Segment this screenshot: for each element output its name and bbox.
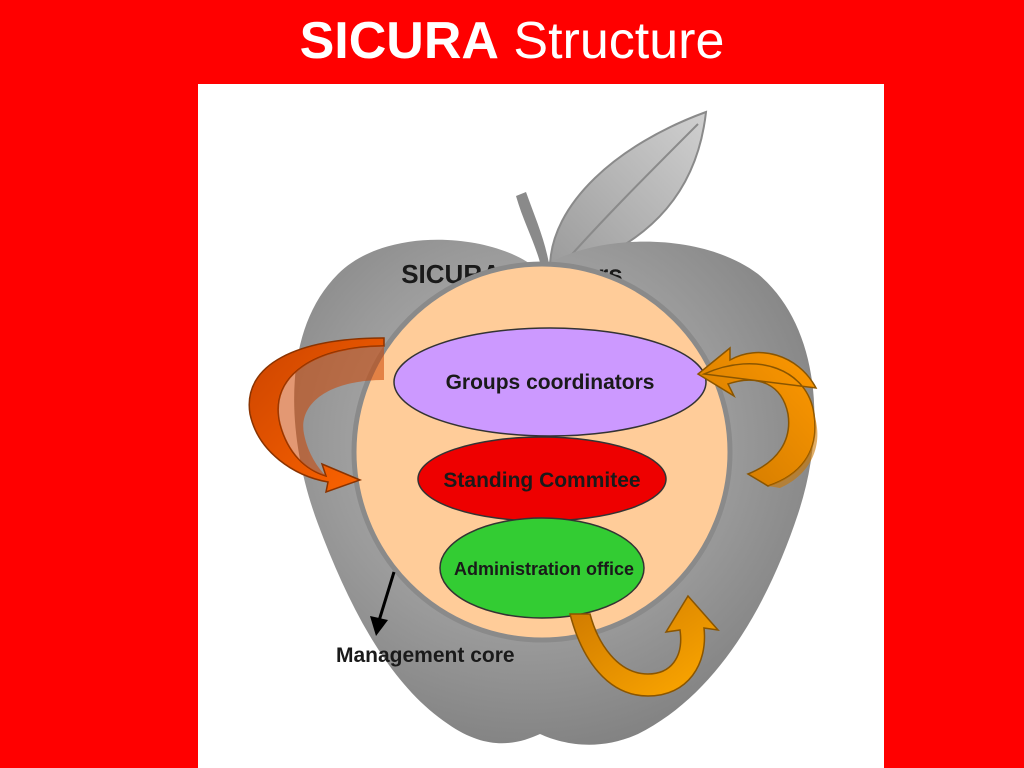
administration-office-label: Administration office <box>454 559 634 579</box>
standing-committee-label: Standing Commitee <box>443 469 640 492</box>
slide-title: SICURA Structure <box>0 6 1024 76</box>
left-arrow-shade <box>278 338 384 476</box>
structure-diagram: SICURA members Groups coordinators Stand… <box>248 110 818 745</box>
groups-coordinators-label: Groups coordinators <box>446 371 655 394</box>
groups-coordinators-ellipse <box>393 327 707 437</box>
right-curved-arrow-icon <box>696 346 818 487</box>
title-strong: SICURA <box>299 12 499 70</box>
diagram-panel: SICURA members Groups coordinators Stand… <box>198 84 884 768</box>
bottom-curved-arrow-icon <box>569 594 720 697</box>
administration-office-ellipse <box>439 517 645 619</box>
apple-stem <box>516 192 550 270</box>
management-core-arrowhead-icon <box>370 616 388 636</box>
title-rest: Structure <box>513 12 725 70</box>
management-core-pointer-line <box>376 571 396 625</box>
management-core-label: Management core <box>336 644 515 667</box>
